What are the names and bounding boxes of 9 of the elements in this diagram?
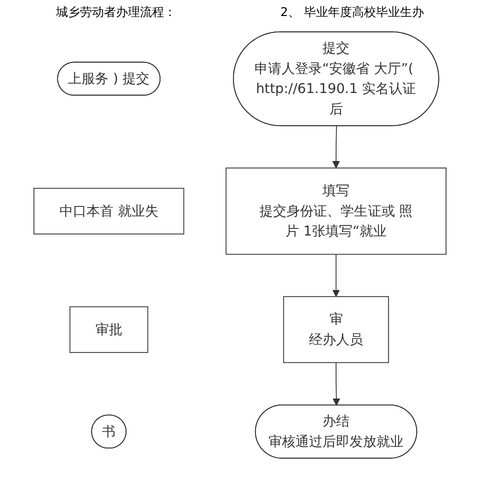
section-heading: 2、 毕业年度高校毕业生办 [280,4,424,21]
node-box: 审 经办人员 [283,296,389,364]
arrow [332,254,340,297]
node-box: 填写 提交身份证、学生证或 照片 1张填写“就业 [226,168,446,255]
arrow [332,126,340,168]
section-heading: 城乡劳动者办理流程： [56,4,176,21]
node-box: 中口本首 就业失 [34,188,184,234]
node-box: 审批 [70,306,148,353]
arrow [332,362,340,406]
